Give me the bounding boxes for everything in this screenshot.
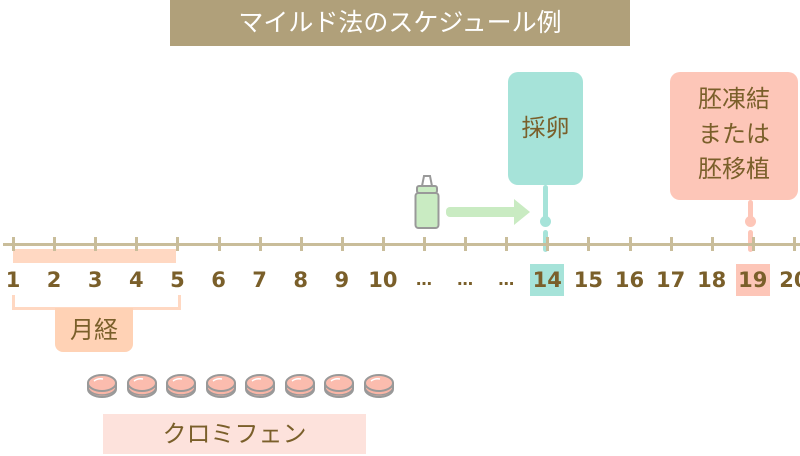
pill-icon — [284, 374, 315, 398]
day-label: 6 — [211, 268, 226, 292]
day-label: 7 — [252, 268, 267, 292]
axis-tick — [628, 237, 632, 251]
clomiphene-label: クロミフェン — [103, 414, 366, 454]
transfer-line: 胚移植 — [698, 155, 770, 183]
day-label: 4 — [128, 268, 144, 292]
day-label: … — [416, 270, 432, 289]
axis-tick — [94, 237, 98, 251]
transfer-line: 胚凍結 — [698, 85, 770, 113]
axis-tick — [546, 237, 550, 251]
day-label: 1 — [5, 268, 21, 292]
day-label: 15 — [573, 268, 603, 292]
day-label: 2 — [46, 268, 62, 292]
timeline-axis — [3, 243, 800, 246]
axis-tick — [53, 237, 57, 251]
day-label: 14 — [530, 264, 565, 296]
day-label: 17 — [655, 268, 686, 292]
pill-icon — [87, 374, 117, 398]
period-bar — [13, 249, 176, 263]
pill-icon — [205, 374, 236, 398]
axis-tick — [340, 237, 344, 251]
axis-tick — [669, 237, 673, 251]
axis-tick — [423, 237, 426, 251]
egg-retrieval-marker — [543, 230, 548, 252]
axis-tick — [587, 237, 591, 251]
day-label: … — [498, 270, 515, 289]
egg-retrieval-stem — [543, 185, 548, 221]
day-label: 18 — [697, 268, 727, 292]
axis-tick — [710, 237, 714, 251]
transfer-label: 胚凍結 または 胚移植 — [670, 72, 798, 200]
axis-tick — [751, 237, 755, 251]
day-label: 3 — [87, 268, 103, 292]
pill-icon — [126, 374, 157, 398]
day-label: 19 — [735, 264, 770, 296]
pill-icon — [245, 374, 275, 398]
page-title: マイルド法のスケジュール例 — [170, 0, 630, 46]
pill-icon — [324, 374, 354, 398]
axis-tick — [258, 237, 262, 251]
axis-tick — [381, 237, 385, 251]
axis-tick — [792, 237, 796, 251]
transfer-stem — [748, 200, 753, 221]
trigger-injection-icon — [414, 175, 530, 229]
period-label: 月経 — [55, 308, 133, 352]
transfer-dot — [745, 216, 756, 227]
axis-tick — [505, 237, 509, 251]
arrow-right-icon — [446, 199, 530, 225]
day-label: 16 — [614, 268, 645, 292]
day-label: 9 — [334, 268, 350, 292]
day-label: 20 — [779, 268, 800, 292]
day-label: 10 — [368, 268, 398, 292]
pill-icon — [363, 374, 394, 398]
axis-tick — [217, 237, 221, 251]
axis-tick — [464, 237, 468, 251]
axis-tick — [176, 237, 180, 251]
day-label: 5 — [170, 268, 185, 292]
day-label: … — [457, 270, 474, 289]
transfer-line: または — [698, 120, 770, 148]
egg-retrieval-label: 採卵 — [508, 72, 583, 185]
axis-tick — [12, 237, 15, 251]
egg-retrieval-dot — [540, 216, 551, 227]
axis-tick — [299, 237, 303, 251]
day-label: 8 — [293, 268, 308, 292]
transfer-marker — [748, 230, 753, 252]
axis-tick — [135, 237, 139, 251]
pill-icon — [166, 374, 196, 398]
